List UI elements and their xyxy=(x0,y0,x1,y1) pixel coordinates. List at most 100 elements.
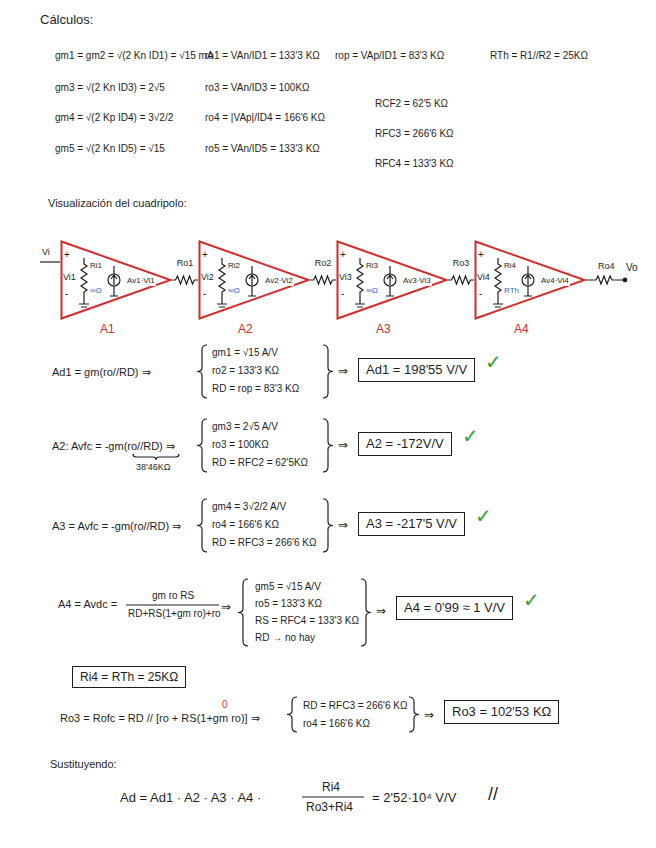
annotation-text: gm3 = √(2 Kn ID3) = 2√5 xyxy=(55,82,165,94)
resistor-label: Ro1 xyxy=(177,258,194,269)
circuit-label: - xyxy=(65,288,68,300)
annotation-text: gm5 = √15 A/V xyxy=(255,581,321,593)
circuit-label: Av3·Vi3 xyxy=(402,276,432,286)
amplifier-label: A3 xyxy=(376,322,391,336)
amplifier-triangle: A4 xyxy=(474,240,586,338)
page-title: Cálculos: xyxy=(40,12,93,28)
result-box: A2 = -172V/V xyxy=(358,432,452,456)
annotation-text: RS = RFC4 = 133'3 KΩ xyxy=(255,615,359,627)
circuit-label: ∞Ω xyxy=(90,286,102,296)
resistor-connector xyxy=(172,276,198,284)
annotation-text: RCF2 = 62'5 KΩ xyxy=(375,98,448,110)
annotation-text: gm1 = √15 A/V xyxy=(212,347,278,359)
annotation-text: RD = rop = 83'3 KΩ xyxy=(212,383,299,395)
annotation-text: ro2 = 133'3 KΩ xyxy=(212,365,279,377)
annotation-text: ro1 = VAn/ID1 = 133'3 KΩ xyxy=(205,50,320,62)
circuit-label: Vi4 xyxy=(477,272,490,283)
resistor-connector xyxy=(310,276,336,284)
annotation-text: gm5 = √(2 Kn ID5) = √15 xyxy=(55,143,165,155)
circuit-label: Av1·Vi1 xyxy=(126,276,156,286)
result-text: A4 = 0'99 ≈ 1 V/V xyxy=(404,600,505,616)
result-text: A3 = -217'5 V/V xyxy=(366,516,457,532)
annotation-text: gm3 = 2√5 A/V xyxy=(212,421,278,433)
annotation-text: ro4 = |VAp|/ID4 = 166'6 KΩ xyxy=(205,112,325,124)
annotation-text: Ri4 xyxy=(322,780,340,794)
annotation-text: ro3 = 100KΩ xyxy=(212,439,269,451)
annotation-text: ro4 = 166'6 KΩ xyxy=(212,519,279,531)
annotation-text: ro5 = 133'3 KΩ xyxy=(255,598,322,610)
circuit-label: + xyxy=(340,249,346,261)
circuit-label: RTh xyxy=(504,286,519,296)
circuit-label: Vo xyxy=(626,262,638,274)
circuit-label: ∞Ω xyxy=(366,286,378,296)
result-box: Ad1 = 198'55 V/V xyxy=(358,358,475,382)
amplifier-label: A4 xyxy=(514,322,529,336)
annotation-text: ⇒ xyxy=(376,604,386,618)
circuit-label: Vi2 xyxy=(201,272,214,283)
circuit-label: Ri4 xyxy=(504,261,516,271)
circuit-label: + xyxy=(64,249,70,261)
circuit-label: - xyxy=(203,288,206,300)
annotation-text: A3 = Avfc = -gm(ro//RD) ⇒ xyxy=(52,520,181,533)
amplifier-triangle: A3 xyxy=(336,240,448,338)
circuit-label: Ri2 xyxy=(228,261,240,271)
annotation-text: gm4 = √(2 Kp ID4) = 3√2/2 xyxy=(55,112,173,124)
circuit-label: Ri1 xyxy=(90,261,102,271)
result-box: A4 = 0'99 ≈ 1 V/V xyxy=(396,596,513,620)
circuit-label: Av2·Vi2 xyxy=(264,276,294,286)
amplifier-label: A1 xyxy=(100,322,115,336)
annotation-text: gm1 = gm2 = √(2 Kn ID1) = √15 mA xyxy=(55,50,214,62)
annotation-text: Ad1 = gm(ro//RD) ⇒ xyxy=(52,366,151,379)
circuit-label: Av4·Vi4 xyxy=(540,276,570,286)
check-mark: ✓ xyxy=(462,424,479,448)
amplifier-triangle: A1 xyxy=(60,240,172,338)
circuit-label: + xyxy=(202,249,208,261)
annotation-text: RFC3 = 266'6 KΩ xyxy=(375,128,454,140)
resistor-connector xyxy=(448,276,474,284)
result-box: Ri4 = RTh = 25KΩ xyxy=(72,666,186,688)
annotation-text: RFC4 = 133'3 KΩ xyxy=(375,158,454,170)
input-wire xyxy=(40,261,60,262)
annotation-text: RD = RFC2 = 62'5KΩ xyxy=(212,457,308,469)
annotation-text: gm4 = 3√2/2 A/V xyxy=(212,501,286,513)
result-text: Ad1 = 198'55 V/V xyxy=(366,362,467,378)
annotation-text: 0 xyxy=(222,699,228,711)
annotation-text: = 2'52·10⁴ V/V xyxy=(372,790,456,806)
annotation-text: ⇒ xyxy=(424,708,434,722)
annotation-text: Vi xyxy=(42,247,50,258)
resistor-label: Ro2 xyxy=(315,258,332,269)
result-box: A3 = -217'5 V/V xyxy=(358,512,465,536)
circuit-label: Vi3 xyxy=(339,272,352,283)
annotation-text: ⇒ xyxy=(338,438,348,452)
annotation-text: ro5 = VAn/ID5 = 133'3 KΩ xyxy=(205,143,320,155)
output-resistor xyxy=(586,276,624,284)
resistor-label: Ro3 xyxy=(453,258,470,269)
circuit-label: Ro4 xyxy=(598,261,615,272)
annotation-text: RTh = R1//R2 = 25KΩ xyxy=(490,50,588,62)
circuit-label: + xyxy=(478,249,484,261)
annotation-text: Ro3 = Rofc = RD // [ro + RS(1+gm ro)] ⇒ xyxy=(60,712,260,725)
amplifier-label: A2 xyxy=(238,322,253,336)
annotation-text: A4 = Avdc = xyxy=(58,598,117,611)
annotation-text: RD+RS(1+gm ro)+ro xyxy=(128,608,221,620)
annotation-text: RD → no hay xyxy=(255,632,315,644)
annotation-text: 38'46KΩ xyxy=(136,462,170,473)
circuit-label: ∞Ω xyxy=(228,286,240,296)
result-text: A2 = -172V/V xyxy=(366,436,444,452)
result-box: Ro3 = 102'53 KΩ xyxy=(444,700,559,724)
annotation-text: gm ro RS xyxy=(152,590,194,602)
check-mark: ✓ xyxy=(485,350,502,374)
annotation-text: ⇒ xyxy=(338,364,348,378)
annotation-text: A2: Avfc = -gm(ro//RD) ⇒ xyxy=(52,440,175,453)
annotation-text: RD = RFC3 = 266'6 KΩ xyxy=(303,700,407,712)
annotation-text: ⇒ xyxy=(221,600,231,614)
result-text: Ro3 = 102'53 KΩ xyxy=(452,704,551,720)
circuit-label: - xyxy=(341,288,344,300)
annotation-text: ro4 = 166'6 KΩ xyxy=(303,718,370,730)
annotation-text: RD = RFC3 = 266'6 KΩ xyxy=(212,537,316,549)
annotation-text: Sustituyendo: xyxy=(50,758,117,771)
output-node xyxy=(623,278,627,282)
amplifier-triangle: A2 xyxy=(198,240,310,338)
